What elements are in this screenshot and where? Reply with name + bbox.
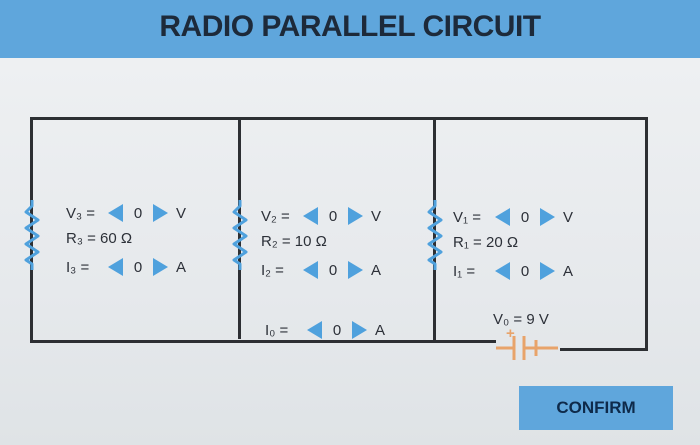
v3-unit: V <box>176 204 187 222</box>
circuit-panel <box>0 58 700 445</box>
resistor-r2-icon <box>232 200 248 270</box>
v3-value: 0 <box>133 204 143 222</box>
v1-unit: V <box>563 208 574 226</box>
i2-control: I₂ = 0 A <box>261 259 381 281</box>
v2-unit: V <box>371 207 382 225</box>
v2-label: V₂ = <box>261 207 290 225</box>
i3-control: I₃ = 0 A <box>66 256 186 278</box>
i1-value: 0 <box>520 262 530 280</box>
r1-label: R₁ = 20 Ω <box>453 234 519 251</box>
resistor-r1-icon <box>427 200 443 270</box>
wire-bottom-left <box>30 340 496 343</box>
v1-label: V₁ = <box>453 208 481 226</box>
i1-increase-arrow-icon[interactable] <box>540 262 555 280</box>
v1-value: 0 <box>520 208 530 226</box>
source-voltage-label: V₀ = 9 V <box>493 311 549 328</box>
i1-decrease-arrow-icon[interactable] <box>495 262 510 280</box>
i2-unit: A <box>371 261 382 279</box>
i0-value: 0 <box>332 321 342 339</box>
wire-right <box>645 117 648 351</box>
i3-increase-arrow-icon[interactable] <box>153 258 168 276</box>
v3-label: V₃ = <box>66 204 96 222</box>
v3-decrease-arrow-icon[interactable] <box>108 204 123 222</box>
i3-decrease-arrow-icon[interactable] <box>108 258 123 276</box>
i2-value: 0 <box>328 261 338 279</box>
i3-label: I₃ = <box>66 258 90 276</box>
resistor-r3-icon <box>24 200 40 270</box>
i2-label: I₂ = <box>261 261 284 279</box>
i0-control: I₀ = 0 A <box>265 319 385 341</box>
v2-decrease-arrow-icon[interactable] <box>303 207 318 225</box>
v3-control: V₃ = 0 V <box>66 202 186 224</box>
wire-divider-1 <box>238 119 241 339</box>
battery-plus-sign: + <box>506 325 515 342</box>
v1-decrease-arrow-icon[interactable] <box>495 208 510 226</box>
i0-decrease-arrow-icon[interactable] <box>307 321 322 339</box>
i2-decrease-arrow-icon[interactable] <box>303 261 318 279</box>
i3-value: 0 <box>133 258 143 276</box>
v2-increase-arrow-icon[interactable] <box>348 207 363 225</box>
i2-increase-arrow-icon[interactable] <box>348 261 363 279</box>
wire-bottom-right <box>560 348 648 351</box>
i1-unit: A <box>563 262 574 280</box>
i1-control: I₁ = 0 A <box>453 260 573 282</box>
r3-label: R₃ = 60 Ω <box>66 230 133 247</box>
v2-control: V₂ = 0 V <box>261 205 381 227</box>
v1-increase-arrow-icon[interactable] <box>540 208 555 226</box>
r2-label: R₂ = 10 Ω <box>261 233 327 250</box>
page-title: RADIO PARALLEL CIRCUIT <box>159 10 541 43</box>
wire-top <box>30 117 648 120</box>
v3-increase-arrow-icon[interactable] <box>153 204 168 222</box>
i0-unit: A <box>375 321 386 339</box>
battery-icon <box>496 336 558 360</box>
i3-unit: A <box>176 258 187 276</box>
i0-label: I₀ = <box>265 321 289 339</box>
i1-label: I₁ = <box>453 262 476 280</box>
v1-control: V₁ = 0 V <box>453 206 573 228</box>
header-bar <box>0 0 700 58</box>
confirm-button[interactable]: CONFIRM <box>519 386 673 430</box>
v2-value: 0 <box>328 207 338 225</box>
i0-increase-arrow-icon[interactable] <box>352 321 367 339</box>
